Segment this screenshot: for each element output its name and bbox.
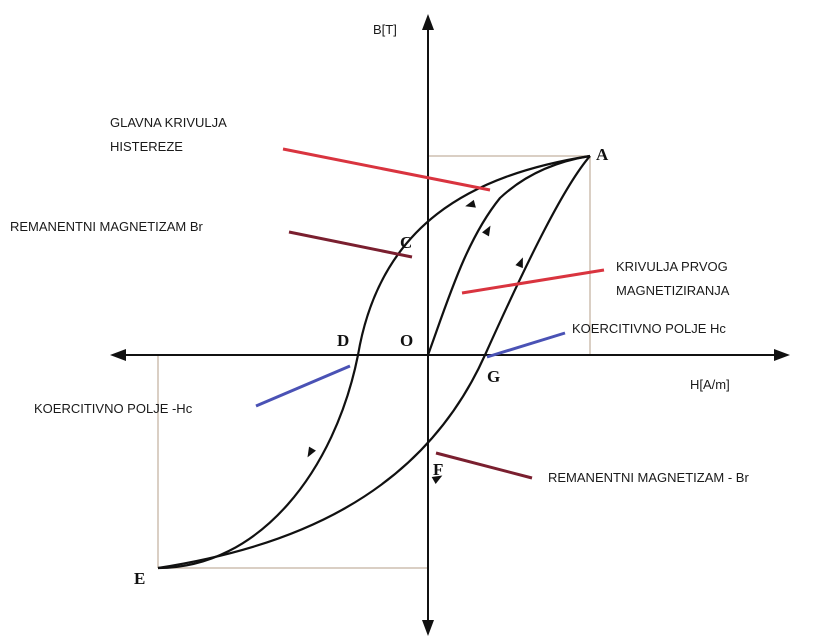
arrow-lower-branch-upper (515, 257, 523, 269)
annotation-glavna-line2: HISTEREZE (110, 139, 183, 154)
x-axis-arrow-right (774, 349, 790, 361)
y-axis-arrow-top (422, 14, 434, 30)
x-axis-label: H[A/m] (690, 377, 730, 392)
main-hysteresis-lower-branch (157, 155, 591, 570)
arrow-lower-branch (431, 475, 443, 484)
y-axis-label: B[T] (373, 22, 397, 37)
annotation-remanentni-pos: REMANENTNI MAGNETIZAM Br (10, 219, 204, 234)
arrow-initial-curve (482, 225, 491, 237)
point-label-c: C (400, 233, 412, 252)
leader-remanentni-neg (435, 451, 533, 480)
annotation-koercitivno-pos: KOERCITIVNO POLJE Hc (572, 321, 726, 336)
direction-arrows (307, 199, 523, 484)
curves (157, 154, 591, 570)
leader-koercitivno-neg (255, 364, 351, 408)
annotation-krivulja-line2: MAGNETIZIRANJA (616, 283, 730, 298)
point-label-o: O (400, 331, 413, 350)
point-label-a: A (596, 145, 609, 164)
leader-krivulja (461, 268, 605, 295)
annotation-remanentni-neg: REMANENTNI MAGNETIZAM - Br (548, 470, 749, 485)
main-hysteresis-upper-branch (157, 154, 591, 570)
annotation-koercitivno-neg: KOERCITIVNO POLJE -Hc (34, 401, 193, 416)
leader-glavna (282, 147, 491, 192)
leader-koercitivno-pos (486, 331, 566, 359)
leader-remanentni-pos (288, 230, 413, 259)
point-label-e: E (134, 569, 145, 588)
initial-magnetization-curve (426, 154, 591, 356)
y-axis-arrow-bottom (422, 620, 434, 636)
x-axis-arrow-left (110, 349, 126, 361)
point-label-f: F (433, 460, 443, 479)
leader-lines (255, 147, 605, 480)
point-label-g: G (487, 367, 500, 386)
arrow-upper-branch-lower (307, 446, 316, 458)
annotation-krivulja-line1: KRIVULJA PRVOG (616, 259, 728, 274)
point-label-d: D (337, 331, 349, 350)
arrow-upper-branch (465, 199, 476, 208)
annotation-glavna-line1: GLAVNA KRIVULJA (110, 115, 227, 130)
axes (110, 14, 790, 636)
guide-lines (157, 155, 591, 569)
